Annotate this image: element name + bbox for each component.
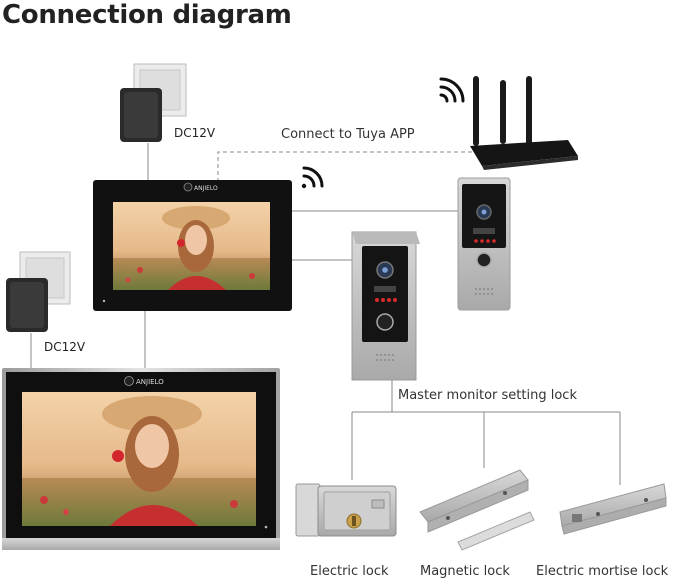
wifi-signal-icon-router: [439, 77, 465, 103]
wifi-dashed-link: [217, 151, 478, 182]
dc12v-label-top: DC12V: [174, 126, 216, 140]
master-lock-label: Master monitor setting lock: [398, 388, 577, 403]
brand-logo-top: ANJIELO: [194, 185, 218, 192]
tuya-app-label: Connect to Tuya APP: [281, 127, 415, 142]
wifi-router: [470, 76, 578, 170]
electric-lock-device: [295, 483, 397, 537]
diagram-title: Connection diagram: [2, 0, 292, 30]
electric-lock-label: Electric lock: [310, 564, 389, 579]
mortise-lock-device: [559, 483, 667, 535]
outdoor-station-right: [457, 177, 511, 311]
indoor-monitor-bottom: ANJIELO: [2, 368, 280, 550]
mortise-lock-label: Electric mortise lock: [536, 564, 669, 579]
magnetic-lock-label: Magnetic lock: [420, 564, 510, 579]
outdoor-station-center: [351, 231, 420, 381]
dc12v-label-bottom: DC12V: [44, 340, 86, 354]
wifi-signal-icon-monitor: [301, 166, 324, 189]
brand-logo-bottom: ANJIELO: [136, 378, 164, 386]
indoor-monitor-top: ANJIELO: [93, 180, 292, 311]
magnetic-lock-device: [419, 469, 535, 551]
power-adapter-bottom: [6, 251, 71, 332]
power-adapter-top: [120, 63, 187, 142]
connection-lines: [30, 143, 621, 485]
